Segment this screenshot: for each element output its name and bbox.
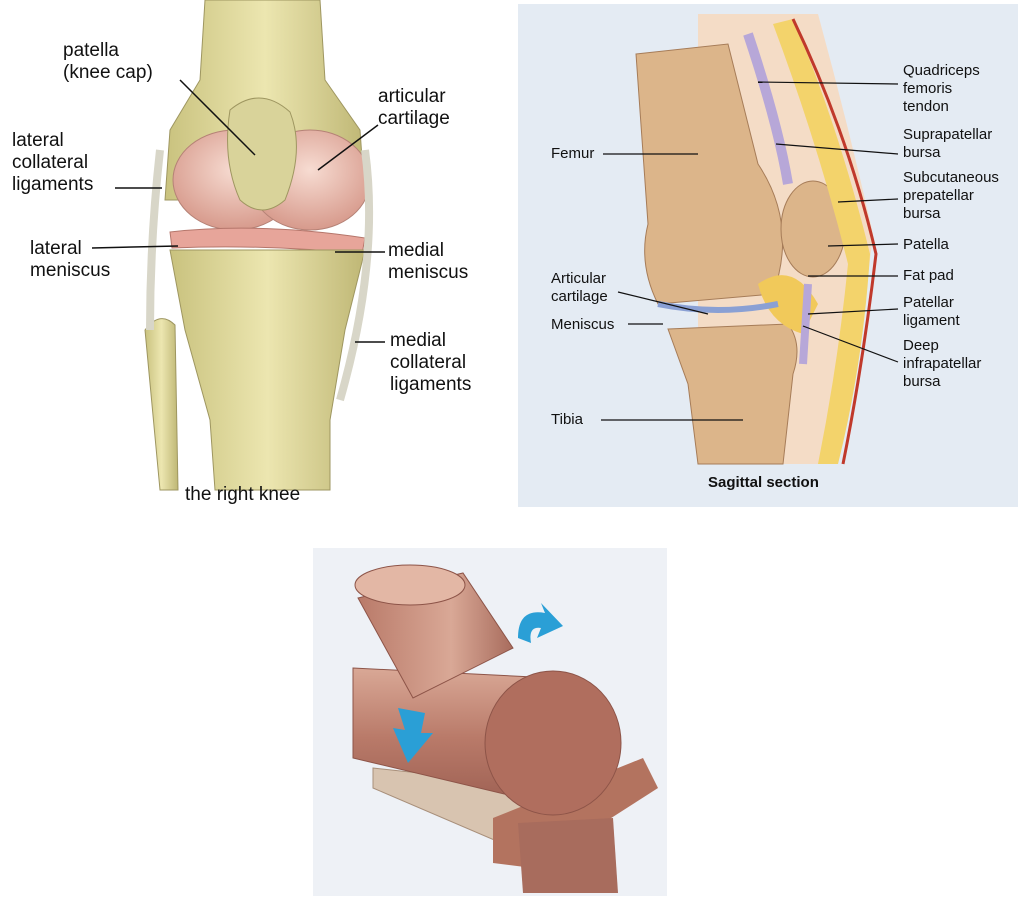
label-articular-cartilage-sagittal: Articular cartilage	[551, 270, 608, 306]
lateral-collateral-shape	[150, 150, 160, 330]
tibia-section	[668, 324, 797, 464]
label-medial-collateral: medial collateral ligaments	[390, 330, 471, 396]
label-tibia: Tibia	[551, 411, 583, 429]
front-knee-panel: patella (knee cap) articular cartilage l…	[0, 0, 515, 508]
label-subcutaneous: Subcutaneous prepatellar bursa	[903, 169, 999, 223]
label-meniscus: Meniscus	[551, 316, 614, 334]
rotation-arrow-icon	[518, 603, 563, 643]
label-patella: patella (knee cap)	[63, 40, 153, 84]
front-caption: the right knee	[185, 484, 300, 506]
label-quadriceps: Quadriceps femoris tendon	[903, 62, 980, 116]
sagittal-caption: Sagittal section	[708, 474, 819, 491]
label-deep-infrapatellar: Deep infrapatellar bursa	[903, 337, 981, 391]
label-femur: Femur	[551, 145, 594, 163]
cylinder-end-face	[485, 671, 621, 815]
label-patellar-ligament: Patellar ligament	[903, 294, 960, 330]
ligament-shape	[803, 284, 808, 364]
label-articular-cartilage: articular cartilage	[378, 86, 450, 130]
label-patella-sagittal: Patella	[903, 236, 949, 254]
sagittal-section-panel: Quadriceps femoris tendon Suprapatellar …	[518, 4, 1018, 507]
hinge-model-illustration	[313, 548, 667, 896]
label-lateral-collateral: lateral collateral ligaments	[12, 130, 93, 196]
patella-shape	[228, 98, 297, 210]
upright-cylinder-top	[355, 565, 465, 605]
hinge-model-panel	[313, 548, 667, 896]
fibula-shape	[145, 319, 178, 490]
lower-stub	[518, 818, 618, 893]
label-suprapatellar: Suprapatellar bursa	[903, 126, 992, 162]
label-medial-meniscus: medial meniscus	[388, 240, 468, 284]
label-lateral-meniscus: lateral meniscus	[30, 238, 110, 282]
label-fat-pad: Fat pad	[903, 267, 954, 285]
tibia-shape	[170, 250, 365, 490]
